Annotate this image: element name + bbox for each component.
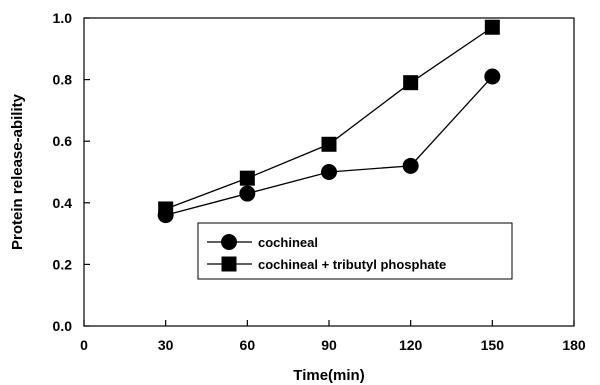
x-axis: 0 30 60 90 120 150 180: [80, 320, 586, 353]
square-marker: [321, 136, 337, 152]
circle-marker: [484, 68, 501, 85]
y-axis-title: Protein release-ability: [9, 93, 26, 250]
y-tick-label: 0.6: [53, 133, 73, 149]
y-tick-label: 0.8: [53, 72, 73, 88]
x-tick-label: 30: [158, 337, 174, 353]
square-marker: [158, 201, 174, 217]
legend-box: [197, 222, 513, 280]
legend-item: cochineal: [207, 234, 318, 250]
legend: cochineal cochineal + tributyl phosphate: [197, 222, 513, 280]
x-tick-label: 120: [399, 337, 423, 353]
square-marker: [484, 19, 500, 35]
square-marker: [239, 170, 255, 186]
x-tick-label: 180: [562, 337, 586, 353]
x-tick-label: 90: [321, 337, 337, 353]
series-line: [165, 26, 493, 210]
square-marker: [403, 75, 419, 91]
y-tick-label: 1.0: [53, 10, 73, 26]
series-2: [158, 19, 500, 217]
circle-marker: [239, 185, 256, 202]
y-tick-label: 0.2: [53, 256, 73, 272]
legend-label: cochineal: [258, 235, 318, 250]
y-axis: 0.0 0.2 0.4 0.6 0.8 1.0: [53, 10, 90, 334]
square-marker: [221, 256, 237, 272]
circle-marker: [402, 157, 419, 174]
y-tick-label: 0.0: [53, 318, 73, 334]
circle-marker: [221, 234, 237, 250]
series-layer: [157, 19, 501, 224]
legend-label: cochineal + tributyl phosphate: [258, 257, 446, 272]
y-tick-label: 0.4: [53, 195, 73, 211]
x-tick-label: 150: [481, 337, 505, 353]
circle-marker: [321, 164, 337, 180]
x-tick-label: 60: [240, 337, 256, 353]
legend-item: cochineal + tributyl phosphate: [207, 256, 446, 272]
x-axis-title: Time(min): [293, 367, 364, 384]
x-tick-label: 0: [80, 337, 88, 353]
